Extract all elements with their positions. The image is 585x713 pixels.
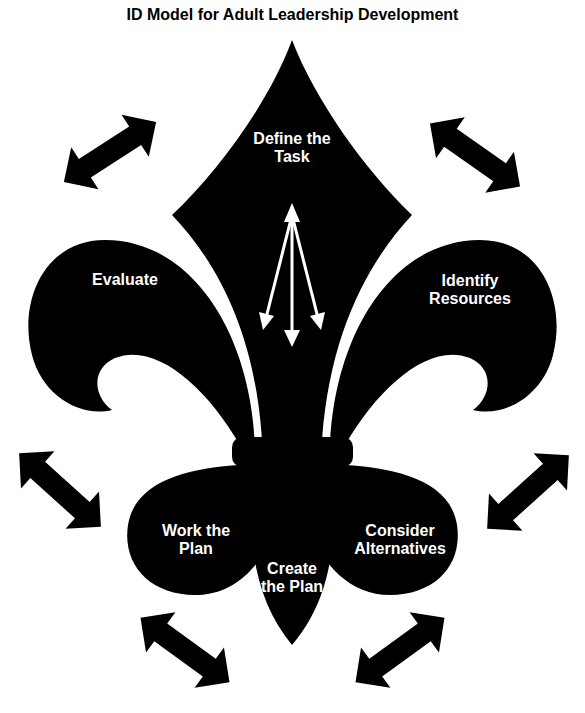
- petal-label: Create the Plan: [256, 560, 328, 596]
- petal-text: Define the Task: [252, 130, 332, 166]
- petal-label: Consider Alternatives: [345, 522, 455, 558]
- petal-label: Identify Resources: [420, 272, 520, 308]
- petal-label: Evaluate: [75, 271, 175, 289]
- petal-text: Evaluate: [75, 271, 175, 289]
- petal-label: Work the Plan: [151, 522, 241, 558]
- petal-label: Define the Task: [252, 130, 332, 166]
- petal-text: Work the Plan: [151, 522, 241, 558]
- petal-text: Consider Alternatives: [345, 522, 455, 558]
- petal-text: Create the Plan: [256, 560, 328, 596]
- diagram-title: ID Model for Adult Leadership Developmen…: [0, 6, 585, 24]
- petal-text: Identify Resources: [420, 272, 520, 308]
